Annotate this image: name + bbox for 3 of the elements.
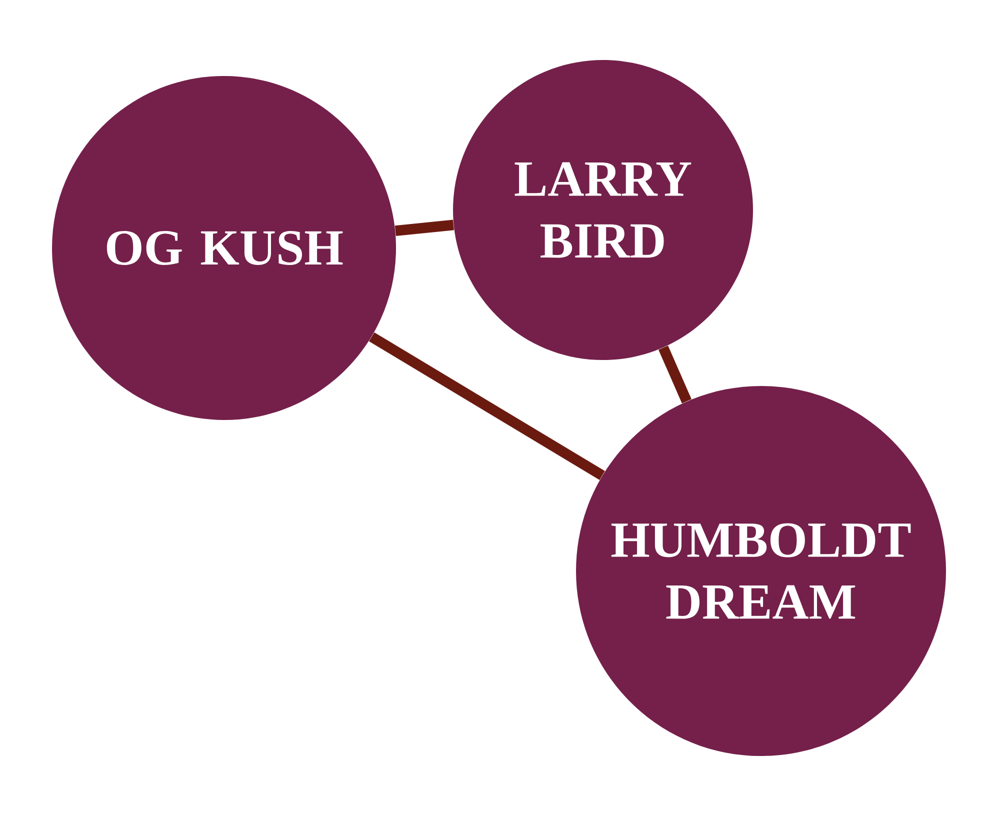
connector-line [368, 332, 605, 480]
connector-line [658, 346, 692, 404]
connector-line [394, 220, 454, 236]
